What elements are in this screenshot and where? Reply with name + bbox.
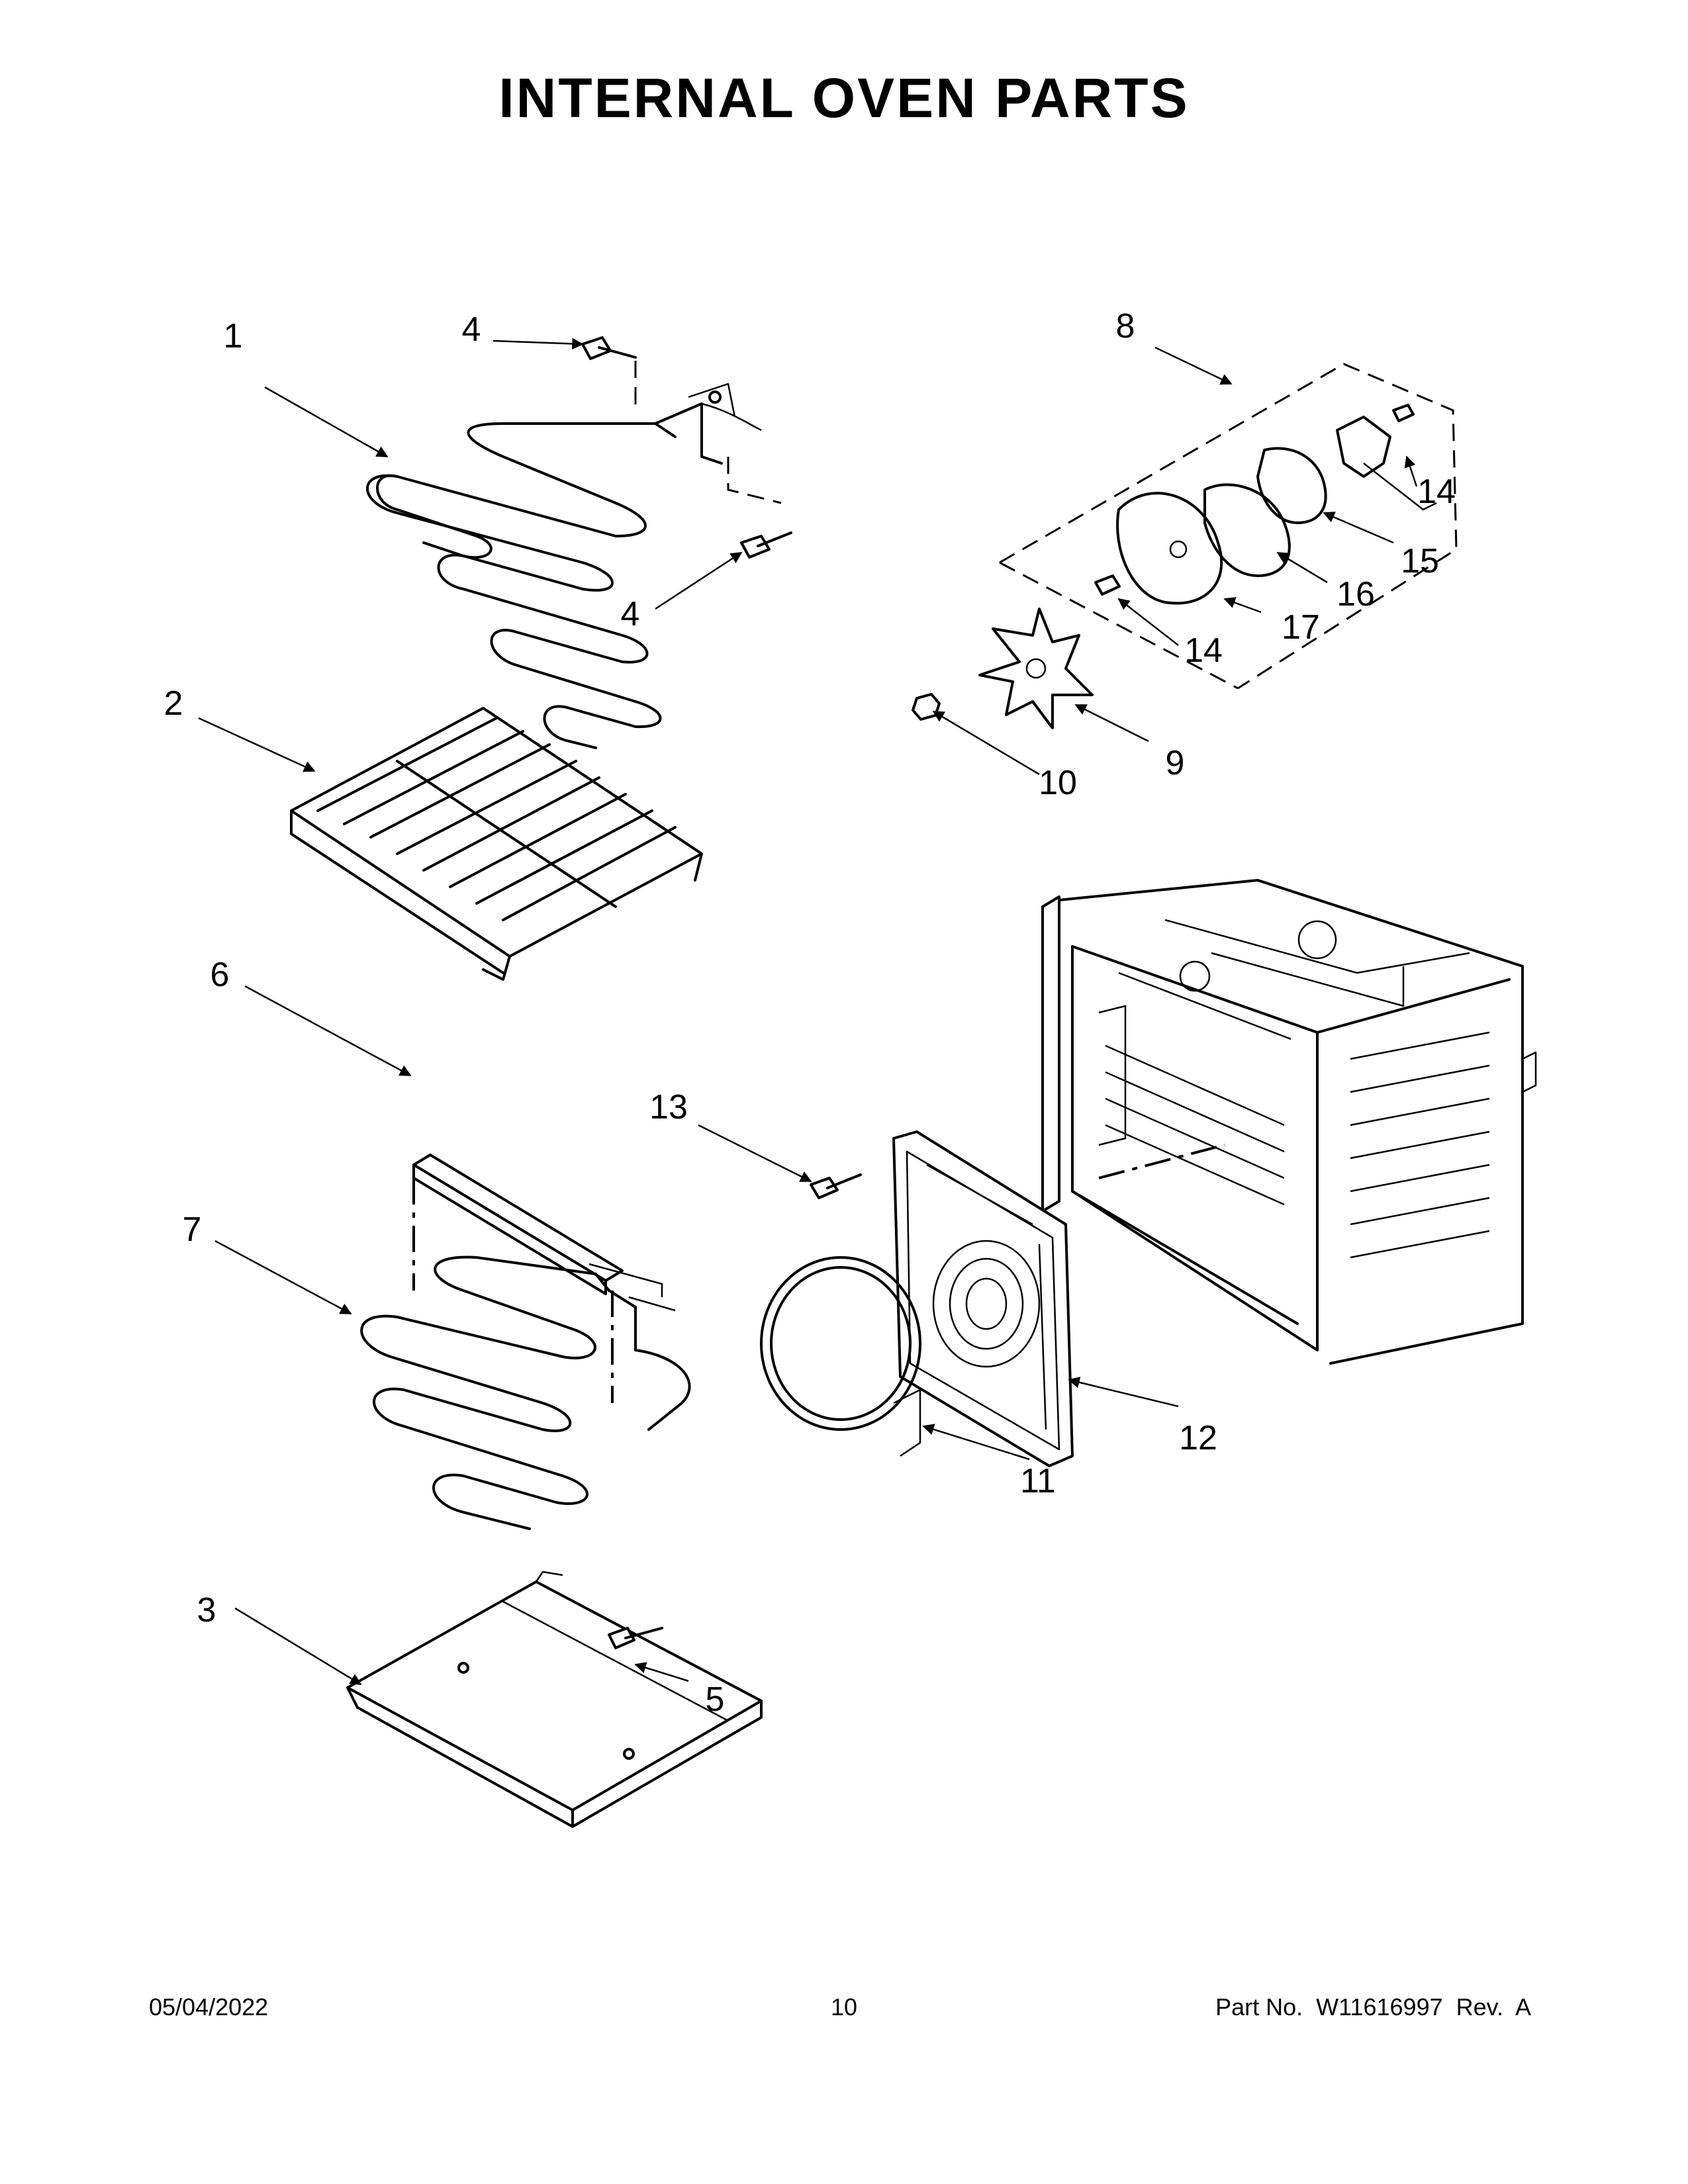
callout-1: 1 [224,317,243,355]
callout-14-top: 14 [1417,473,1456,511]
callout-16: 16 [1336,575,1375,614]
callout-leaders [198,338,1418,1686]
callout-17: 17 [1282,608,1320,647]
callout-15: 15 [1401,542,1439,580]
part-13-screw [810,1173,862,1199]
part-3-bottom-cover [346,1570,763,1828]
callout-2: 2 [164,684,183,723]
part-7-bake-element [360,1255,691,1530]
callout-7: 7 [183,1210,202,1249]
part-4-screw-bottom [740,531,792,559]
part-1-broil-element [366,361,782,749]
part-12-rear-fan-cover [892,1130,1074,1467]
footer-part-number: Part No. W11616997 Rev. A [1215,1993,1531,2021]
part-10-fan-nut [912,693,941,721]
callout-9: 9 [1166,744,1185,782]
callout-8: 8 [1116,307,1135,345]
part-11-convection-element [760,1256,921,1457]
part-4-screw-top [581,336,637,360]
callout-6: 6 [211,956,230,994]
footer-date: 05/04/2022 [149,1993,269,2021]
callout-10: 10 [1039,764,1077,802]
page-title: INTERNAL OVEN PARTS [498,67,1190,129]
part-8-fan-motor-assembly [999,363,1458,690]
part-6-element-bracket [412,1154,624,1403]
callout-4-top: 4 [462,310,481,349]
part-9-fan-blade [978,608,1094,729]
callout-14-bottom: 14 [1184,631,1223,670]
callout-12: 12 [1179,1419,1217,1457]
callout-3: 3 [197,1591,216,1629]
callout-4-bottom: 4 [621,595,640,633]
part-2-oven-rack [290,707,703,981]
footer-page-number: 10 [830,1993,858,2021]
oven-cavity [1041,879,1537,1365]
callout-5: 5 [706,1680,725,1719]
callout-13: 13 [649,1088,688,1126]
callout-11: 11 [1020,1462,1056,1500]
